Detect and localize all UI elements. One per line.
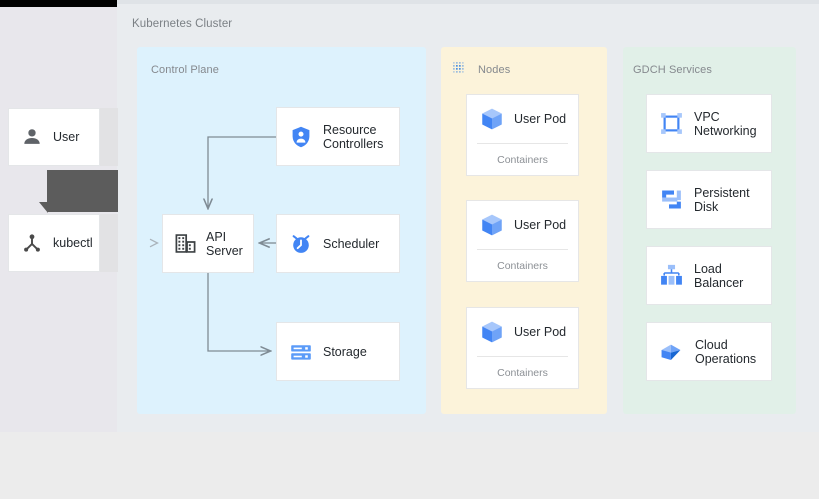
node-vpc-networking[interactable]: VPC Networking: [646, 94, 772, 153]
top-edge-strip: [117, 0, 819, 4]
nodes-grid-icon: [452, 61, 468, 77]
cube-icon: [479, 319, 505, 345]
storage-icon: [289, 340, 313, 364]
kubectl-icon: [21, 232, 43, 254]
top-black-bar: [0, 0, 117, 7]
node-user-pod-label: User Pod: [514, 325, 567, 339]
kubectl-card-shadow: [100, 214, 118, 272]
person-icon: [21, 126, 43, 148]
node-storage-label: Storage: [323, 344, 367, 359]
persistent-disk-icon: [659, 187, 684, 212]
overlay-dark-pointer: [39, 202, 48, 213]
api-server-icon: [174, 232, 197, 255]
node-load-balancer-label: Load Balancer: [694, 261, 744, 290]
cube-icon: [479, 212, 505, 238]
node-cloud-operations-label: Cloud Operations: [695, 337, 757, 366]
node-kubectl-label: kubectl: [53, 236, 93, 250]
node-user-pod-sublabel: Containers: [497, 367, 548, 379]
node-scheduler[interactable]: Scheduler: [276, 214, 400, 273]
group-label-gdch-services: GDCH Services: [633, 64, 712, 76]
vpc-network-icon: [659, 111, 684, 136]
shield-person-icon: [289, 125, 313, 149]
pod-divider: [477, 249, 568, 250]
node-scheduler-label: Scheduler: [323, 236, 380, 251]
node-vpc-networking-label: VPC Networking: [694, 109, 757, 138]
clock-icon: [289, 232, 313, 256]
pod-divider: [477, 143, 568, 144]
node-user-pod-label: User Pod: [514, 218, 567, 232]
node-user-label: User: [53, 130, 80, 144]
group-label-control-plane: Control Plane: [151, 64, 219, 76]
node-load-balancer[interactable]: Load Balancer: [646, 246, 772, 305]
node-cloud-operations[interactable]: Cloud Operations: [646, 322, 772, 381]
pod-divider: [477, 356, 568, 357]
node-user-pod[interactable]: User Pod Containers: [466, 94, 579, 176]
cube-icon: [479, 106, 505, 132]
node-user[interactable]: User: [8, 108, 100, 166]
node-resource-controllers[interactable]: Resource Controllers: [276, 107, 400, 166]
node-user-pod-sublabel: Containers: [497, 154, 548, 166]
cluster-title: Kubernetes Cluster: [132, 18, 233, 30]
node-storage[interactable]: Storage: [276, 322, 400, 381]
node-user-pod-label: User Pod: [514, 112, 567, 126]
node-api-server-label: API Server: [206, 229, 243, 258]
node-user-pod[interactable]: User Pod Containers: [466, 307, 579, 389]
node-resource-controllers-label: Resource Controllers: [323, 122, 384, 151]
node-persistent-disk[interactable]: Persistent Disk: [646, 170, 772, 229]
node-persistent-disk-label: Persistent Disk: [694, 185, 750, 214]
load-balancer-icon: [659, 263, 684, 288]
user-card-shadow: [100, 108, 118, 166]
node-user-pod[interactable]: User Pod Containers: [466, 200, 579, 282]
overlay-dark-block: [47, 170, 118, 212]
node-api-server[interactable]: API Server: [162, 214, 254, 273]
node-kubectl[interactable]: kubectl: [8, 214, 100, 272]
cloud-operations-icon: [659, 339, 685, 365]
group-label-nodes: Nodes: [478, 64, 511, 76]
node-user-pod-sublabel: Containers: [497, 260, 548, 272]
